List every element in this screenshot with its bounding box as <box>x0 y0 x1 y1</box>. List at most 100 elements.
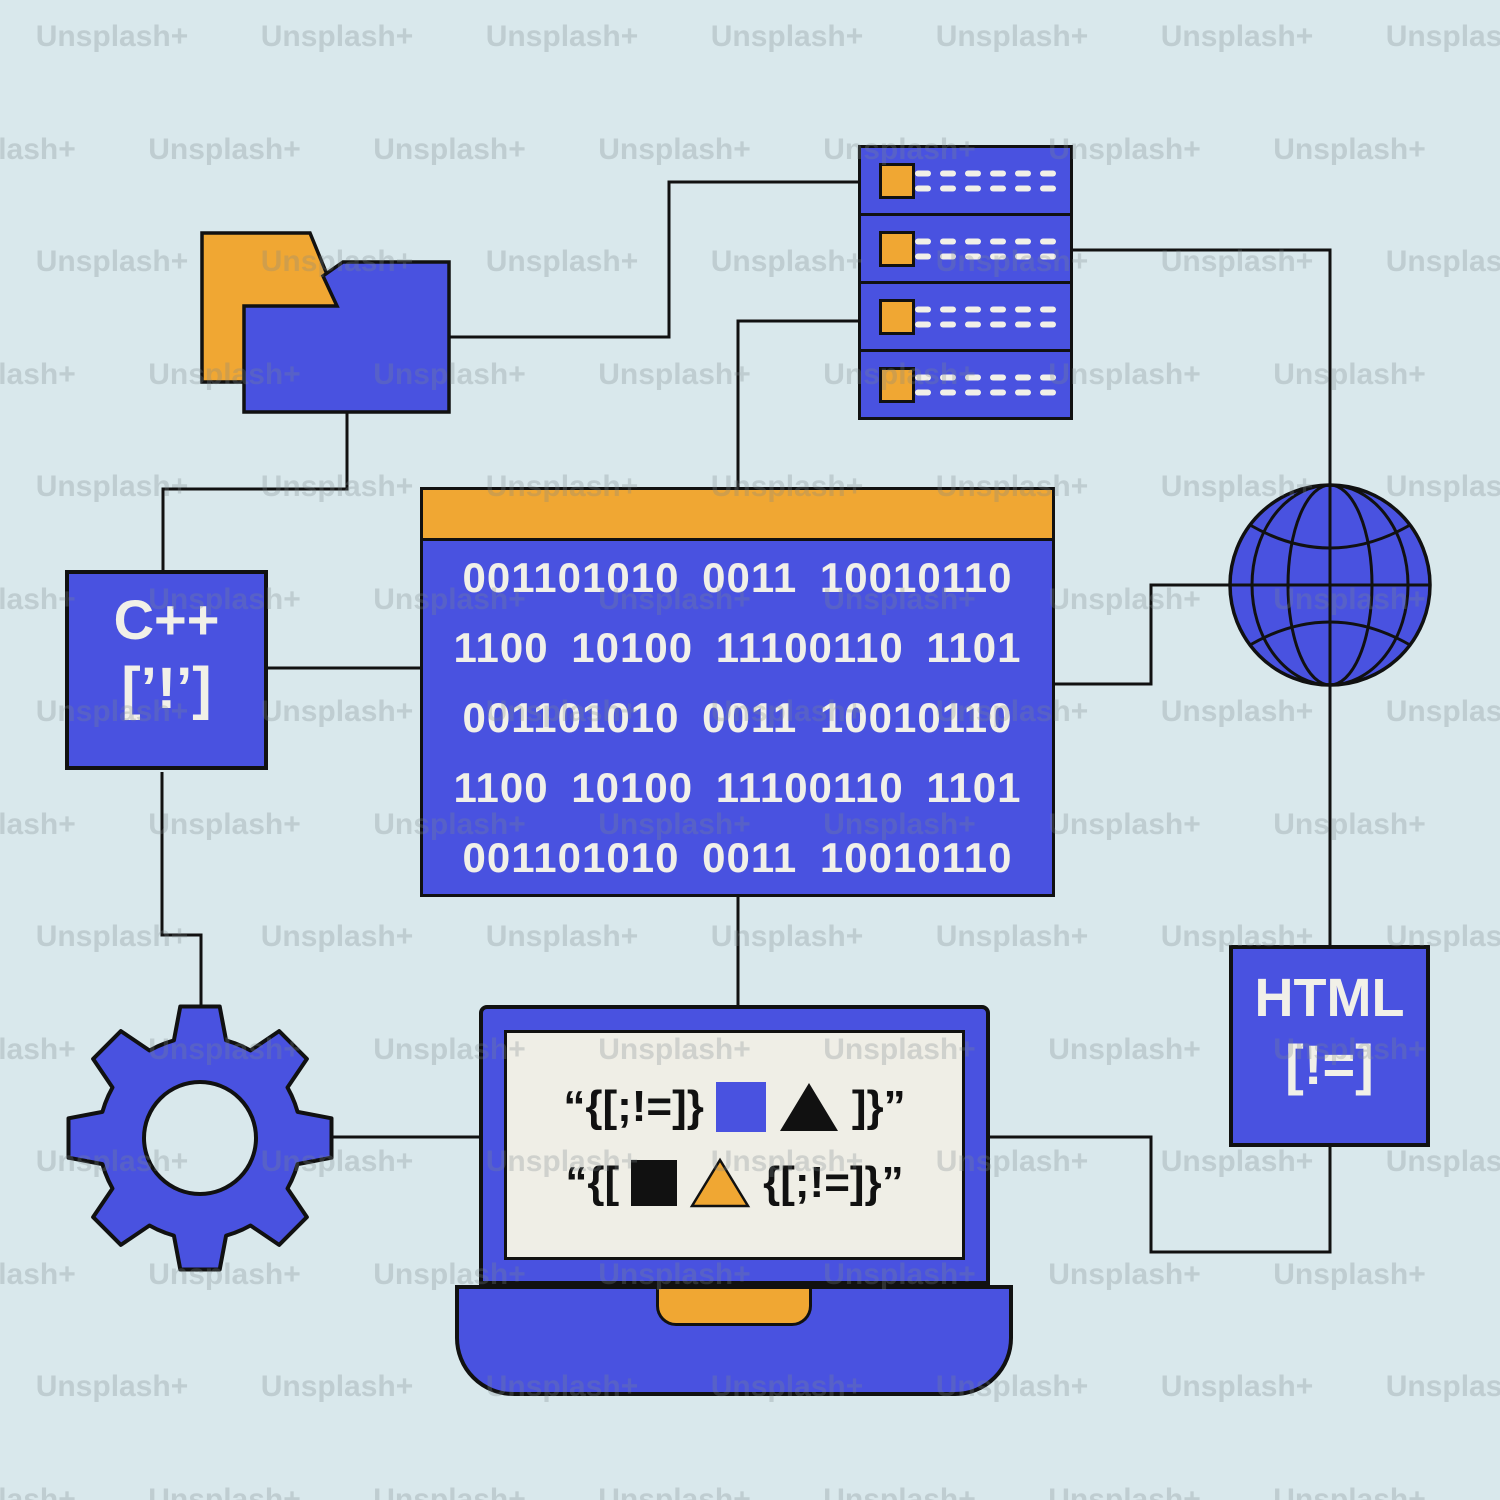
server-dash <box>965 253 981 259</box>
code-line-1: “{[;!=]} ]}” <box>563 1081 906 1133</box>
window-title-bar <box>423 490 1052 541</box>
server-dash <box>1015 185 1031 191</box>
server-dash-lines <box>915 306 1056 327</box>
server-rack-icon <box>858 145 1073 420</box>
server-dash <box>1040 306 1056 312</box>
server-dash <box>965 321 981 327</box>
server-led-square <box>879 230 915 267</box>
server-dash <box>1040 321 1056 327</box>
html-language-box: HTML [!=] <box>1229 945 1430 1147</box>
cpp-label: C++ <box>113 588 220 651</box>
server-dash <box>915 185 931 191</box>
gear-icon <box>66 1004 334 1272</box>
server-dash <box>1015 170 1031 176</box>
server-dash <box>1040 374 1056 380</box>
black-square-shape <box>631 1160 678 1206</box>
server-dash <box>1015 374 1031 380</box>
server-dash <box>1015 321 1031 327</box>
laptop-icon: “{[;!=]} ]}” “{[ {[;!=]}” <box>479 1005 990 1285</box>
server-dash <box>965 170 981 176</box>
server-dash <box>965 185 981 191</box>
globe-latitude-north <box>1249 523 1411 550</box>
code-line-2: “{[ {[;!=]}” <box>565 1157 904 1209</box>
server-led-square <box>879 298 915 335</box>
binary-code-line: 1100 10100 11100110 1101 <box>453 763 1022 811</box>
server-dash <box>1015 238 1031 244</box>
connector-binary-to-globe <box>1055 583 1230 686</box>
connector-binary-to-server <box>736 319 858 487</box>
server-dash-lines <box>915 170 1056 191</box>
code-text: “{[ <box>565 1158 620 1207</box>
binary-code-line: 001101010 0011 10010110 <box>462 553 1013 601</box>
server-dash <box>915 238 931 244</box>
server-dash <box>915 306 931 312</box>
server-led-square <box>879 366 915 403</box>
connector-server-to-globe <box>1073 248 1332 485</box>
server-dash <box>940 185 956 191</box>
server-dash <box>940 306 956 312</box>
black-triangle-shape <box>779 1083 838 1131</box>
server-unit <box>858 145 1073 216</box>
binary-code-line: 001101010 0011 10010110 <box>462 833 1013 881</box>
server-dash <box>1040 238 1056 244</box>
cpp-language-box: C++ [’!’] <box>65 570 268 770</box>
server-dash-lines <box>915 238 1056 259</box>
server-dash <box>940 238 956 244</box>
server-dash <box>940 374 956 380</box>
server-dash <box>1015 253 1031 259</box>
code-text: {[;!=]}” <box>763 1158 904 1207</box>
server-unit <box>858 281 1073 352</box>
blue-square-shape <box>715 1082 766 1132</box>
code-text: ]}” <box>851 1082 906 1131</box>
server-dash <box>915 253 931 259</box>
binary-code-line: 001101010 0011 10010110 <box>462 693 1013 741</box>
server-dash-lines <box>915 374 1056 395</box>
server-dash <box>940 170 956 176</box>
binary-code-window: 001101010 0011 10010110 1100 10100 111001… <box>420 487 1055 897</box>
connector-folder-to-server <box>449 180 858 339</box>
server-unit <box>858 349 1073 420</box>
server-dash <box>1040 170 1056 176</box>
html-code-snippet: [!=] <box>1285 1033 1374 1096</box>
binary-code-line: 1100 10100 11100110 1101 <box>453 623 1022 671</box>
laptop-screen: “{[;!=]} ]}” “{[ {[;!=]}” <box>504 1030 965 1260</box>
connector-html-to-laptop <box>990 1135 1332 1254</box>
folder-front-shape <box>242 260 451 414</box>
server-unit <box>858 213 1073 284</box>
server-dash <box>940 253 956 259</box>
connector-folder-to-cpp <box>161 412 349 570</box>
connector-cpp-to-gear <box>160 772 203 1005</box>
server-dash <box>990 170 1006 176</box>
html-label: HTML <box>1254 968 1405 1028</box>
server-led-square <box>879 162 915 199</box>
gear-shape <box>66 1004 334 1272</box>
server-dash <box>1015 306 1031 312</box>
server-dash <box>1040 185 1056 191</box>
server-dash <box>915 389 931 395</box>
server-dash <box>965 389 981 395</box>
code-text: “{[;!=]} <box>563 1082 704 1131</box>
server-dash <box>965 306 981 312</box>
server-dash <box>990 185 1006 191</box>
server-dash <box>915 170 931 176</box>
server-dash <box>915 374 931 380</box>
server-dash <box>965 374 981 380</box>
server-dash <box>990 321 1006 327</box>
server-dash <box>990 374 1006 380</box>
cpp-code-snippet: [’!’] <box>121 656 212 721</box>
server-dash <box>990 238 1006 244</box>
globe-icon <box>1228 483 1432 687</box>
server-dash <box>965 238 981 244</box>
server-dash <box>940 389 956 395</box>
server-dash <box>990 306 1006 312</box>
server-dash <box>1040 253 1056 259</box>
server-dash <box>940 321 956 327</box>
binary-code-body: 001101010 0011 10010110 1100 10100 111001… <box>423 541 1052 894</box>
server-dash <box>1040 389 1056 395</box>
server-dash <box>915 321 931 327</box>
server-dash <box>1015 389 1031 395</box>
server-dash <box>990 253 1006 259</box>
orange-triangle-shape <box>689 1157 751 1208</box>
